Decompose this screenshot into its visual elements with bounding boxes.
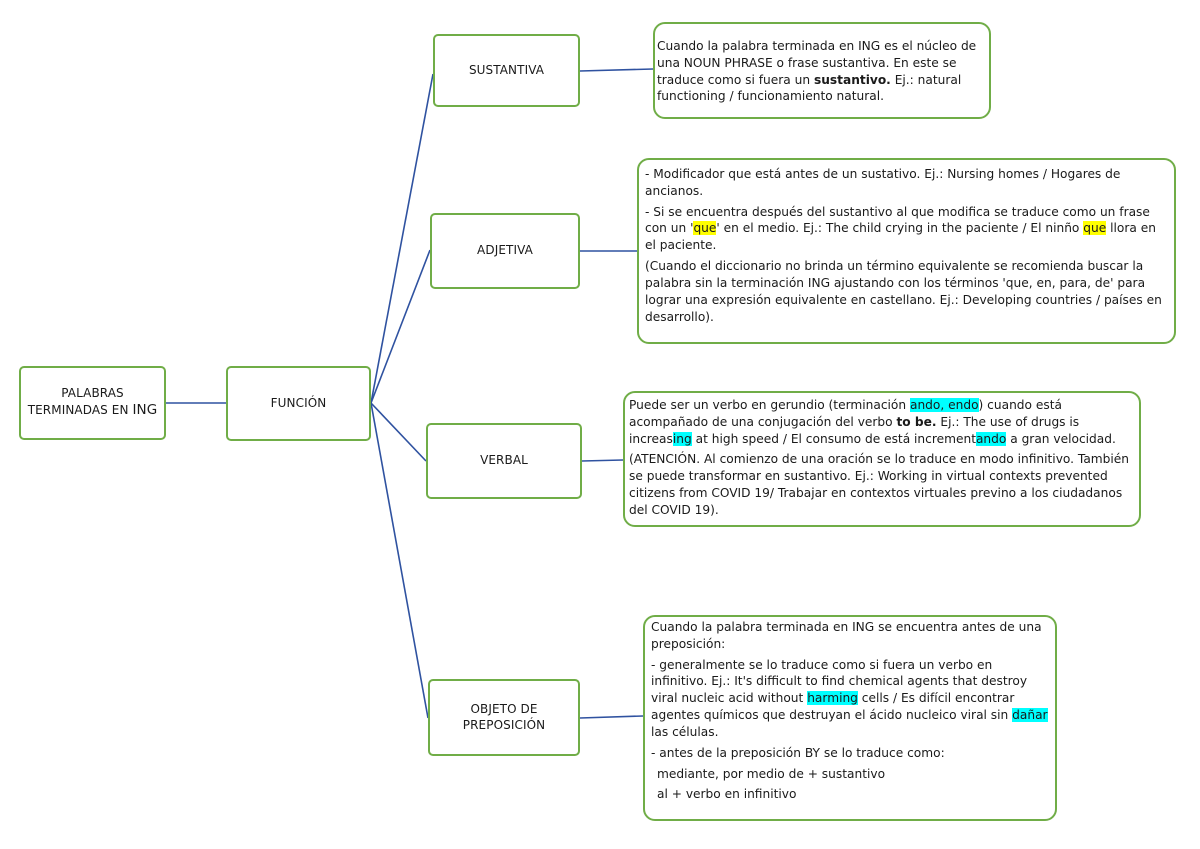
objeto-p2: - generalmente se lo traduce como si fue…	[651, 657, 1048, 739]
objeto-p4: mediante, por medio de + sustantivo	[657, 766, 886, 781]
adjetiva-p2: - Si se encuentra después del sustantivo…	[645, 204, 1156, 253]
connector-funcion-objeto	[370, 402, 429, 719]
funcion-node: FUNCIÓN	[226, 366, 371, 441]
objeto-line1: OBJETO DE	[470, 701, 538, 716]
objeto-p5: al + verbo en infinitivo	[657, 787, 797, 802]
connector-objeto-box	[579, 715, 644, 719]
verbal-p2: (ATENCIÓN. Al comienzo de una oración se…	[629, 452, 1130, 517]
connector-funcion-verbal	[370, 402, 427, 462]
funcion-label: FUNCIÓN	[270, 395, 327, 410]
sustantiva-description: Cuando la palabra terminada en ING es el…	[653, 22, 991, 119]
sustantiva-label: SUSTANTIVA	[468, 62, 545, 77]
objeto-description: Cuando la palabra terminada en ING se en…	[643, 615, 1057, 821]
verbal-label: VERBAL	[480, 453, 528, 468]
verbal-description: Puede ser un verbo en gerundio (terminac…	[623, 391, 1141, 527]
root-node: PALABRAS TERMINADAS EN ING	[19, 366, 166, 440]
sustantiva-node: SUSTANTIVA	[433, 34, 580, 107]
root-line2: TERMINADAS EN	[27, 403, 129, 418]
adjetiva-node: ADJETIVA	[430, 213, 580, 289]
sustantiva-text: Cuando la palabra terminada en ING es el…	[657, 39, 977, 104]
objeto-p1: Cuando la palabra terminada en ING se en…	[651, 620, 1042, 651]
connector-funcion-sustantiva	[370, 73, 434, 404]
verbal-node: VERBAL	[426, 423, 582, 499]
objeto-p3: - antes de la preposición BY se lo tradu…	[651, 745, 945, 760]
root-ing: ING	[132, 402, 158, 419]
adjetiva-label: ADJETIVA	[477, 243, 533, 258]
connector-sustantiva-box	[579, 68, 654, 72]
adjetiva-p1: - Modificador que está antes de un susta…	[645, 167, 1121, 198]
connector-verbal-box	[581, 459, 624, 462]
adjetiva-p3: (Cuando el diccionario no brinda un térm…	[645, 259, 1162, 324]
objeto-node: OBJETO DE PREPOSICIÓN	[428, 679, 580, 756]
adjetiva-description: - Modificador que está antes de un susta…	[637, 158, 1176, 344]
objeto-line2: PREPOSICIÓN	[462, 717, 546, 732]
root-line1: PALABRAS	[61, 386, 124, 401]
verbal-p1: Puede ser un verbo en gerundio (terminac…	[629, 398, 1116, 446]
connector-funcion-adjetiva	[370, 249, 431, 404]
